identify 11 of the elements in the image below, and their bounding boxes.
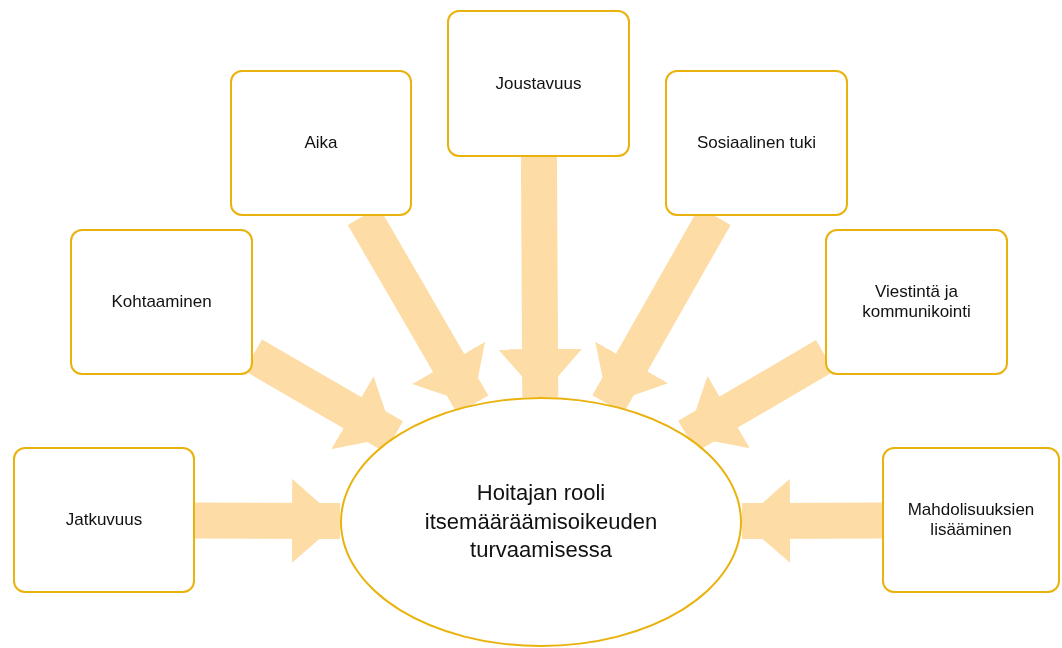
concept-box: Viestintä ja kommunikointi xyxy=(825,229,1008,375)
concept-box: Joustavuus xyxy=(447,10,630,157)
block-arrow xyxy=(498,156,582,398)
concept-box: Aika xyxy=(230,70,412,216)
block-arrow xyxy=(741,478,883,563)
central-ellipse: Hoitajan rooli itsemääräämisoikeuden turvaamisessa xyxy=(340,397,742,647)
concept-box: Kohtaaminen xyxy=(70,229,253,375)
concept-box: Jatkuvuus xyxy=(13,447,195,593)
concept-box: Mahdolisuuksien lisääminen xyxy=(882,447,1060,593)
concept-box: Sosiaalinen tuki xyxy=(665,70,848,216)
block-arrow xyxy=(194,478,341,563)
